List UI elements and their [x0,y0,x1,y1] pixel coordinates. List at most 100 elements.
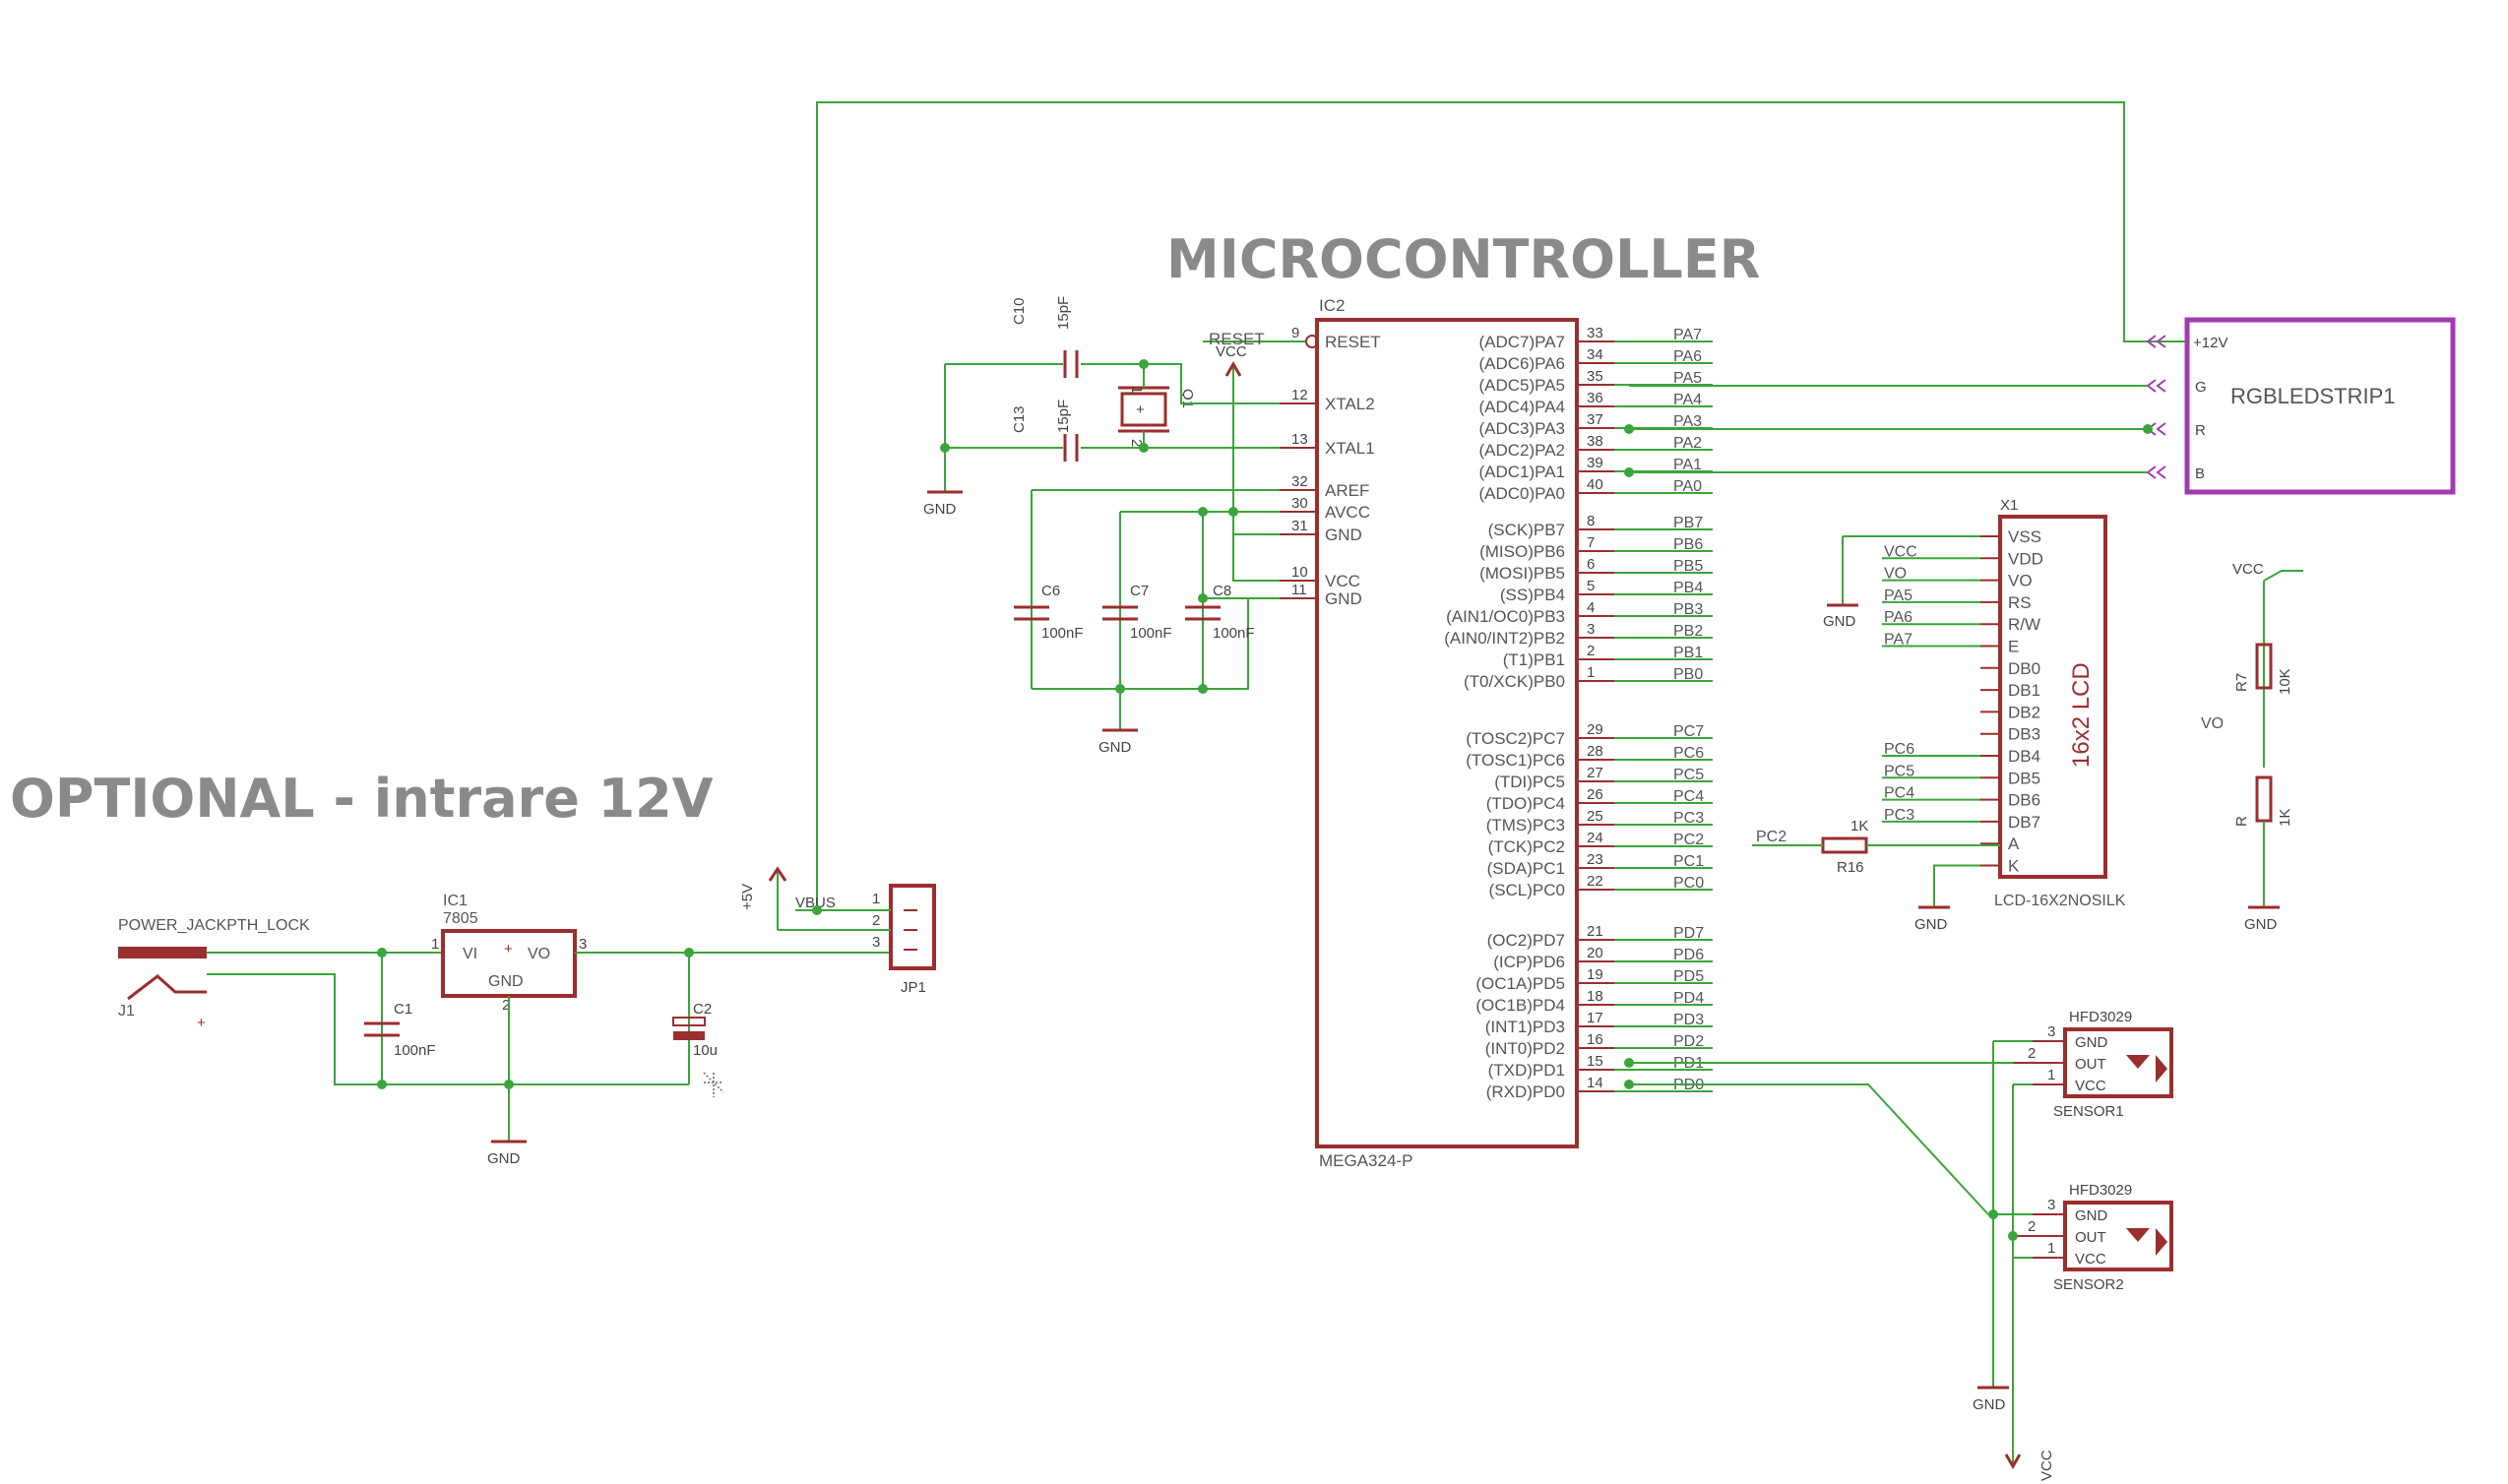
ic2-right-pin-number: 3 [1587,621,1595,638]
ic2-net-label: PA3 [1673,413,1702,430]
ic2-net-label: PD6 [1673,947,1704,963]
c10-name: C10 [1011,297,1028,325]
cap-c8[interactable]: C8 100nF [1185,583,1255,642]
ic2-right-pin-number: 8 [1587,513,1595,529]
power-jack-j1[interactable]: + [118,947,207,1031]
r16-name: R16 [1837,859,1864,876]
jack-value: POWER_JACKPTH_LOCK [118,917,310,934]
ic2-right-pin-number: 19 [1587,966,1603,983]
gnd-label-lcd-k: GND [1914,916,1948,933]
jp1-body [889,884,936,970]
sensor1-num-3: 3 [2047,1023,2055,1040]
ic2-value: MEGA324-P [1319,1151,1412,1170]
regulator-value: 7805 [443,910,478,927]
sensor2-pin-vcc: VCC [2075,1251,2106,1268]
ic2-right-pin-label: (MISO)PB6 [1479,542,1565,561]
sensor2-name: SENSOR2 [2053,1276,2124,1293]
cursor-crosshair-icon [703,1072,724,1097]
jack-plug-body [118,947,207,958]
ic2-left-pin-number: 30 [1291,495,1308,512]
regulator-ic1[interactable]: IC1 7805 VI VO + GND 1 2 3 [431,893,587,1014]
ic2-left-pin-number: 12 [1291,387,1308,403]
lcd-net-label: PC6 [1884,741,1914,758]
jack-plus-mark: + [197,1015,206,1031]
ic2-right-pin-number: 33 [1587,325,1603,341]
regulator-pin-out: 3 [579,936,587,953]
lcd-pin-label: DB5 [2008,769,2040,787]
r-low-name: R [2233,816,2250,827]
cap-c13[interactable]: C13 15pF [1011,400,1079,462]
cap-c7[interactable]: C7 100nF [1102,583,1172,642]
ic2-right-pin-label: (OC2)PD7 [1487,931,1565,950]
ic2-right-pin-number: 26 [1587,786,1603,803]
lcd-x1[interactable]: X1 LCD-16X2NOSILK 16x2 LCD VSSVDDVCCVOVO… [1843,497,2126,909]
ic2-left-pin-label: AVCC [1325,503,1370,522]
jumper-jp1[interactable]: JP1 1 2 3 [872,884,936,996]
cap-c1[interactable]: C1 100nF [364,1001,436,1059]
ic2-right-pin-label: (AIN0/INT2)PB2 [1444,629,1565,648]
ic2-net-label: PC2 [1673,832,1704,848]
rgb-pin-12v: +12V [2193,335,2227,351]
junction-xtal1 [1139,443,1149,453]
junction-cgnd [940,443,950,453]
gnd-label-sensors: GND [1973,1396,2006,1413]
sensor2[interactable]: HFD3029 SENSOR2 GND OUT VCC 3 2 1 [2013,1182,2173,1293]
rgb-strip-body [2184,317,2456,495]
ic2-right-pin-number: 34 [1587,346,1603,363]
gnd-label-power: GND [487,1150,521,1167]
ic2-right-pin-label: (TOSC2)PC7 [1466,729,1565,748]
microcontroller-title: MICROCONTROLLER [1166,228,1760,290]
junction-avcc2 [1228,507,1238,517]
crystal-pin1: 1 [1128,386,1145,394]
crystal-q1[interactable]: + Q1 1 2 [1118,386,1196,447]
lcd-net-label: PC4 [1884,785,1914,802]
sensor2-optic-icon [2126,1228,2167,1256]
ic2-left-pin-label: AREF [1325,481,1369,500]
sensor1[interactable]: HFD3029 SENSOR1 GND OUT VCC 3 2 1 [2013,1009,2173,1120]
ic2-left-pin-label: XTAL2 [1325,395,1375,413]
sensor1-num-1: 1 [2047,1067,2055,1083]
r7-body [2255,643,2273,690]
xtal2-wire [1081,363,1280,404]
cap-c6[interactable]: C6 100nF [1014,583,1084,642]
ic2-left-pin-label: XTAL1 [1325,439,1375,458]
junction-pa1 [1624,467,1634,477]
ic2-right-pin-number: 29 [1587,721,1603,738]
gnd-label-divider: GND [2244,916,2278,933]
junction-pd1 [1624,1058,1634,1068]
gnd-label-xtal: GND [923,501,957,518]
ic2-right-pin-number: 20 [1587,945,1603,961]
jack-contact [127,974,207,1001]
ic2-net-label: PB3 [1673,601,1703,618]
lcd-pin-label: VO [2008,572,2033,590]
ic2-right-pin-number: 38 [1587,433,1603,450]
gnd31-wire [1232,512,1280,535]
c2-plate-bottom [673,1031,705,1040]
ic2-right-pin-label: (TDI)PC5 [1494,773,1565,791]
sensor2-num-2: 2 [2028,1218,2036,1235]
resistor-r7[interactable]: R7 10K [2233,643,2293,695]
ic2-right-pin-number: 28 [1587,743,1603,760]
jp1-name: JP1 [901,979,926,996]
lcd-pin-label: E [2008,638,2019,656]
lcd-pin-label: DB3 [2008,725,2040,744]
cap-c2[interactable]: C2 10u [672,1001,718,1059]
c13-value: 15pF [1055,400,1072,433]
ic2-net-label: PB0 [1673,666,1703,683]
ic2-right-pin-label: (ADC7)PA7 [1478,333,1565,351]
r16-value: 1K [1850,818,1868,835]
sensor2-part: HFD3029 [2069,1182,2132,1199]
ic2-right-pin-label: (SDA)PC1 [1487,859,1565,878]
ic2-right-pin-number: 22 [1587,873,1603,890]
r7-name: R7 [2233,673,2250,692]
ic2-left-pin-label: GND [1325,589,1362,608]
regulator-pin-in: 1 [431,936,439,953]
cap-c10[interactable]: C10 15pF [1011,296,1079,378]
resistor-r16[interactable]: 1K R16 [1821,818,1868,876]
r16-net-label: PC2 [1756,829,1787,845]
rgb-led-strip[interactable]: RGBLEDSTRIP1 +12V G R B [2146,317,2456,495]
resistor-r-low[interactable]: R 1K [2233,775,2293,827]
